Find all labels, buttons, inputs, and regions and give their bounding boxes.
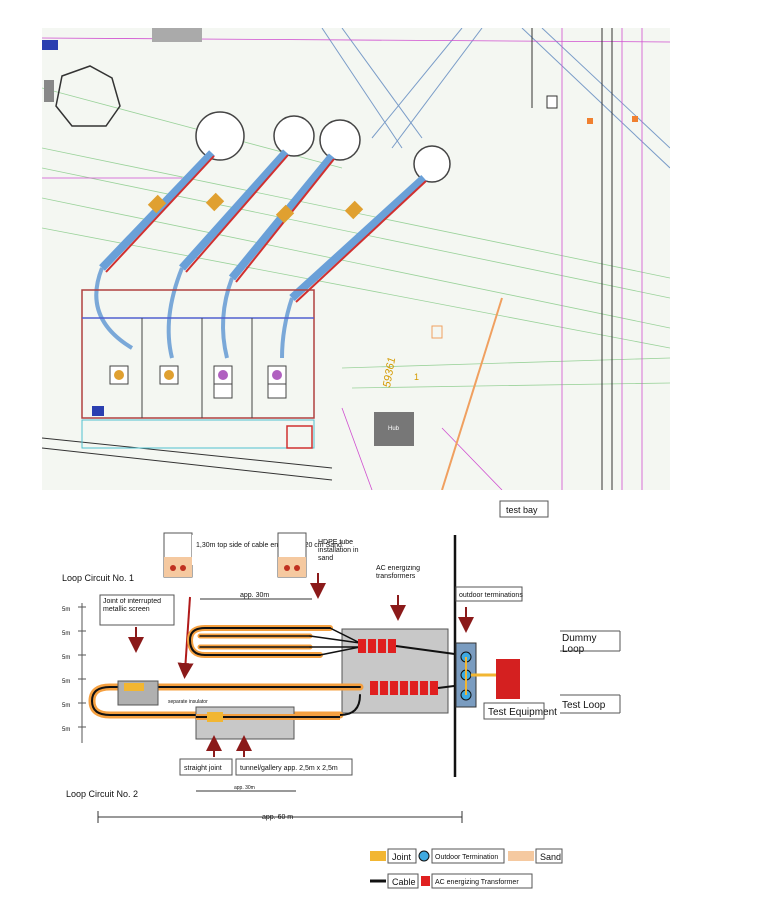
ac-callout: AC energizing transformers [376, 565, 420, 580]
site-number-label: 59361 [381, 356, 398, 388]
structure-block [44, 80, 54, 102]
straight-joint [207, 712, 223, 722]
legend-transformer-swatch [421, 876, 430, 886]
outdoor-callout: outdoor terminations [459, 592, 523, 599]
transformers-upper [358, 639, 396, 653]
schematic-svg: test bay 1,30m top side of cable endbox … [62, 500, 621, 889]
loop-test-schematic: test bay 1,30m top side of cable endbox … [0, 495, 768, 917]
cable-return-paths [94, 267, 294, 359]
site-dark-lines [42, 28, 613, 490]
legend-termination-box [431, 848, 505, 864]
row-label-group: 5m 5m 5m 5m 5m 5m [62, 606, 86, 733]
legend-joint-label: Joint [392, 852, 412, 862]
joint-callout: Joint of interrupted metallic screen [103, 598, 161, 613]
test-bay-label: test bay [506, 505, 538, 515]
test-bay-outline [81, 289, 315, 419]
legend-joint-swatch [370, 851, 386, 861]
legend: Joint Outdoor Termination Sand Cable AC … [370, 848, 563, 889]
endbox-callout-text: 1,30m top side of cable endbox by 20 cm … [196, 542, 342, 549]
bay-red-frame [286, 425, 313, 449]
joint-callout-box [99, 594, 175, 626]
row-distance-label: 5m [62, 631, 70, 637]
site-plan-svg: 59361 1 Hub [42, 28, 670, 490]
endbox-pit-2-sand [278, 557, 306, 577]
legend-sand-box [535, 848, 563, 864]
site-magenta-lines [42, 28, 670, 490]
legend-transformer-label: AC energizing Transformer [435, 879, 519, 886]
row-distance-label: 5m [62, 727, 70, 733]
right-marker-a [546, 95, 558, 109]
legend-cable-label: Cable [392, 877, 416, 887]
row-distance-label: 5m [62, 607, 70, 613]
loop1-label: Loop Circuit No. 1 [62, 573, 134, 583]
site-plan-drawing: 59361 1 Hub [42, 28, 670, 490]
row-distance-label: 5m [62, 703, 70, 709]
row-distance-label: 5m [62, 655, 70, 661]
legend-sand-label: Sand [540, 852, 561, 862]
transformers-lower [370, 681, 438, 695]
legend-transformer-box [431, 873, 533, 889]
test-loop-cable [88, 683, 364, 719]
insulator-pointer [177, 596, 194, 679]
legend-cable-box [387, 873, 419, 889]
right-marker-b [587, 118, 593, 124]
dummy-loop-label: Dummy Loop [562, 633, 596, 655]
dim-30-bottom: app. 30m [234, 785, 255, 791]
structure-octagon [55, 65, 121, 127]
right-marker-c [632, 116, 638, 122]
small-marker [431, 325, 443, 339]
loop2-label: Loop Circuit No. 2 [66, 789, 138, 799]
test-equipment-label: Test Equipment [488, 707, 557, 718]
test-loop-label: Test Loop [562, 700, 606, 711]
site-sub-label: 1 [414, 372, 419, 382]
endbox-pit-1-sand [164, 557, 192, 577]
corner-marker [42, 40, 58, 50]
legend-sand-swatch [508, 851, 534, 861]
dummy-loop-cable [186, 625, 361, 658]
hdpe-callout: HDPE tube installation in sand [318, 539, 358, 562]
straight-joint-label-box [179, 758, 233, 776]
straight-joint-label: straight joint [184, 765, 222, 772]
test-equipment-box [496, 659, 520, 699]
legend-joint-box [387, 848, 417, 864]
tunnel-gallery [195, 706, 295, 740]
dim-60: app. 60 m [262, 814, 293, 821]
tunnel-label-box [235, 758, 353, 776]
dim-30-top: app. 30m [240, 592, 269, 599]
test-equipment-label-box [483, 702, 545, 720]
outdoor-callout-box [455, 586, 523, 602]
test-bay-box [499, 500, 549, 518]
building-label: Hub [388, 426, 400, 432]
cable-trenches [99, 111, 451, 303]
upper-feed-line [395, 645, 463, 656]
top-gray-block [152, 28, 202, 42]
site-orange-path [441, 297, 503, 490]
bay-lower-outline [81, 419, 315, 449]
legend-termination-swatch [418, 850, 430, 862]
building-block [374, 412, 414, 446]
site-road-lines [321, 28, 670, 169]
tunnel-label: tunnel/gallery app. 2,5m x 2,5m [240, 765, 338, 772]
insulator-label: separate insulator [168, 699, 208, 705]
bay-blue-box [92, 406, 104, 416]
row-distance-label: 5m [62, 679, 70, 685]
bay-equipment [109, 365, 287, 399]
legend-termination-label: Outdoor Termination [435, 854, 498, 861]
interrupted-joint [124, 683, 144, 691]
